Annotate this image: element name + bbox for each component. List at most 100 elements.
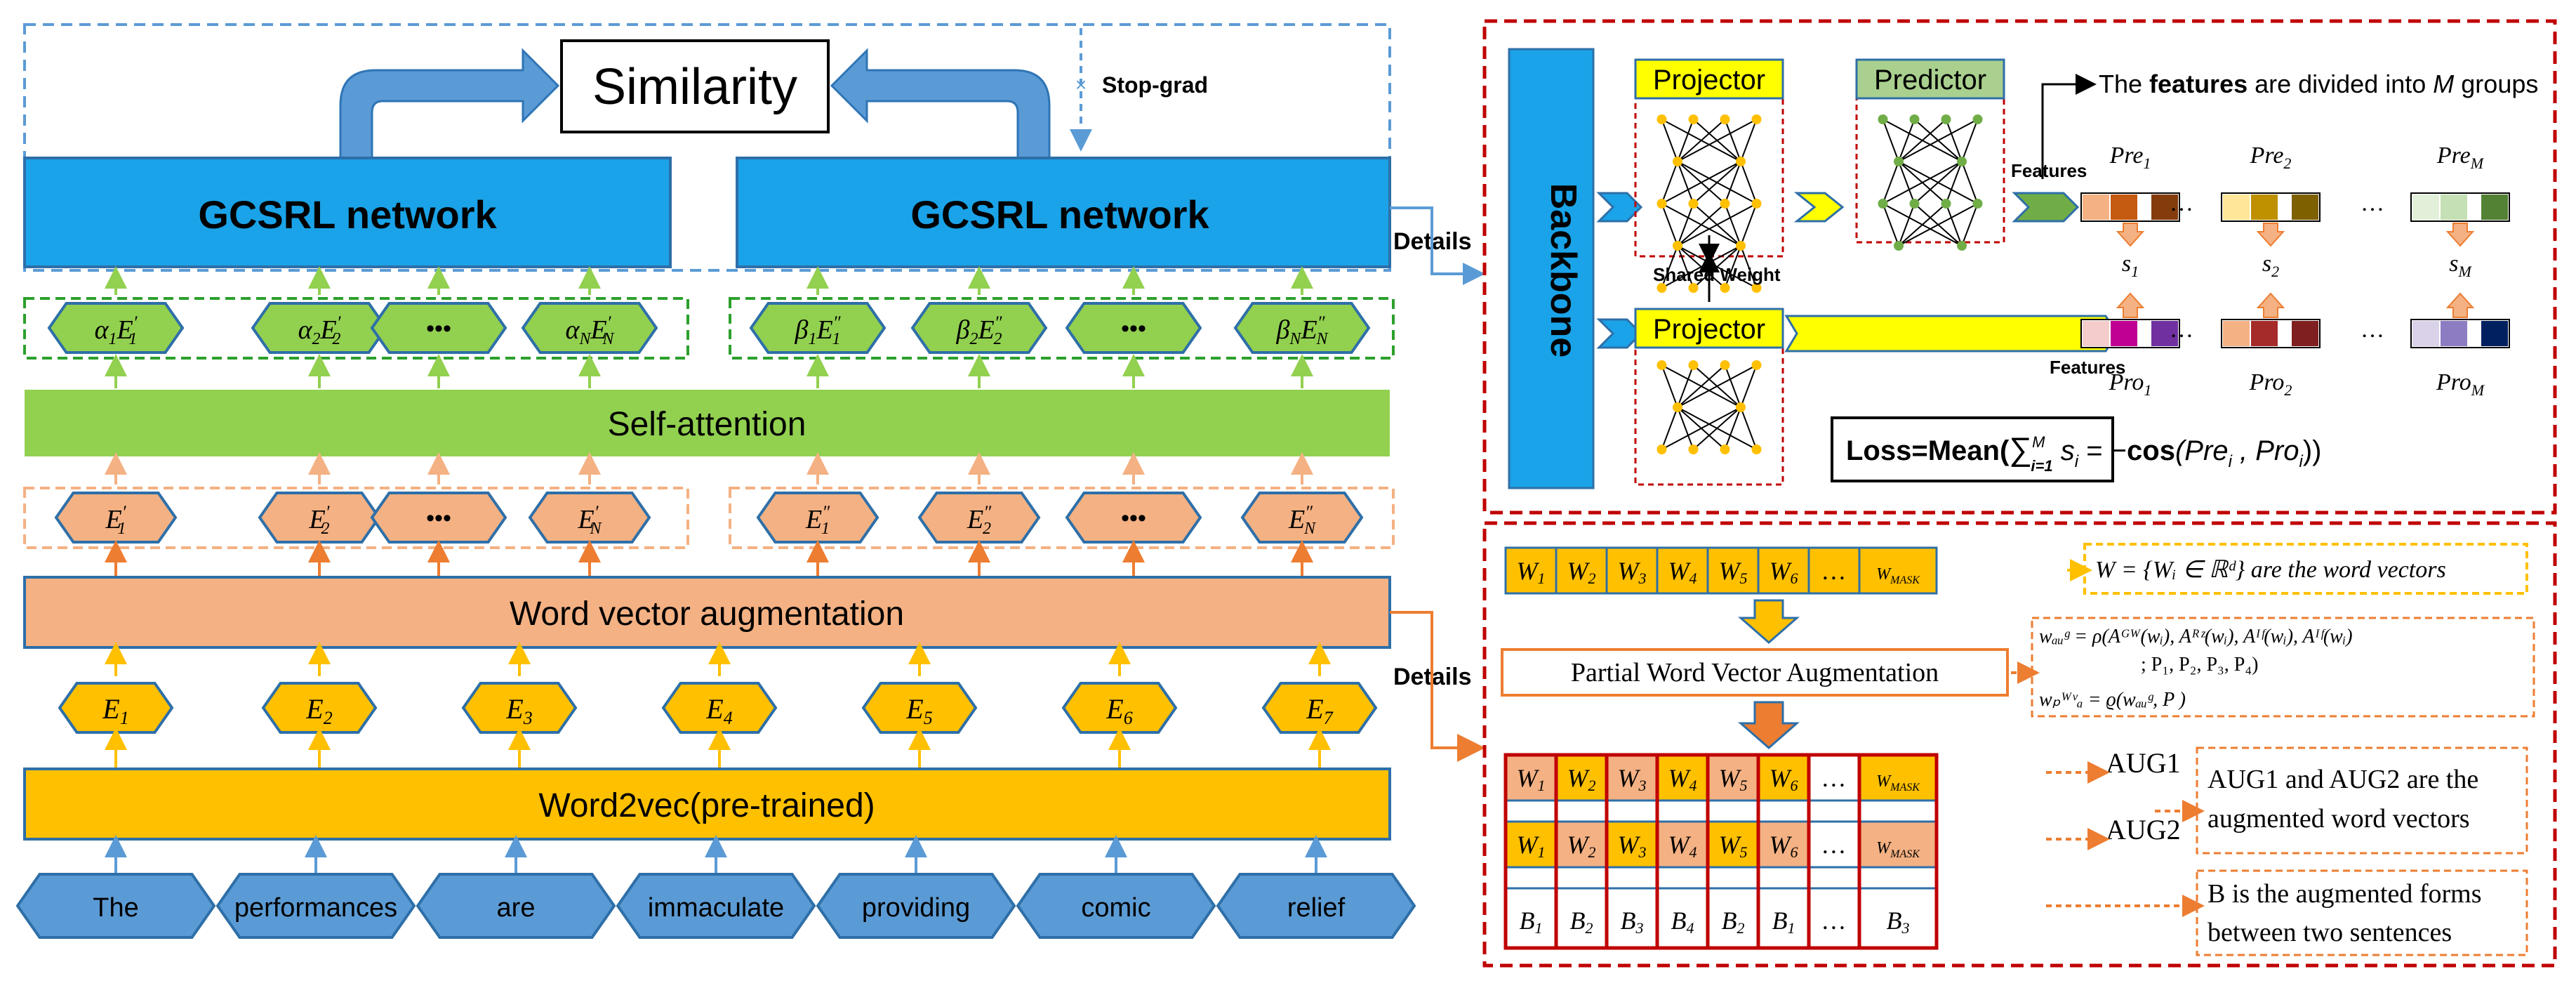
aug-grid-r1-c5-label: W6 [1770,831,1798,861]
attn-beta-1-shape [749,302,887,354]
attn-alpha-2-label: α2E′2 [298,312,341,348]
aug-grid-r0-c6-label: … [1823,764,1845,792]
predictor-edge-2-2-0 [1898,203,1947,246]
projector-top-edge-0-1-0 [1677,119,1694,162]
gcsrl-network-right [736,157,1391,268]
word-the-shape [15,873,216,939]
embedding-e4-shape [661,682,778,734]
aug-e2-double-shape [917,492,1041,544]
group-3-bot-cell-1 [2412,321,2439,346]
embedding-e7-label: E7 [1306,693,1333,728]
bottom-right-frame [1482,521,2557,968]
backbone-chevron-top [1596,192,1643,223]
predictor-edge-1-1-0 [1883,161,1963,204]
projector-top-node-4-2 [1720,283,1730,293]
aug-note-line-2: augmented word vectors [2207,804,2470,834]
pwva-label: Partial Word Vector Augmentation [1571,658,1939,687]
aug-grid-r2-c2-label: B3 [1621,907,1644,937]
features-label-top: Features [2011,160,2087,181]
projector-bottom-edge-1-1-2 [1724,407,1741,450]
aug-e1-double-shape [756,492,879,544]
pwva-formula-line-3: wₚᵂᵛₐ = ϱ(wₐᵤᵍ, P ) [2039,689,2186,711]
word-relief-label: relief [1287,893,1346,923]
aug-grid-r0-c6 [1807,753,1861,802]
aug-grid-r1-c6 [1807,820,1861,869]
predictor-edge-0-1-0 [1898,119,1916,162]
aug-e2-double-label: E″2 [967,502,992,538]
gcsrl-network-right-label: GCSRL network [910,192,1209,237]
projector-top-label: Projector [1653,65,1765,95]
word-providing-shape [816,873,1016,939]
projector-top-edge-2-2-1 [1724,203,1741,246]
projector-top-edge-2-3-1 [1740,203,1758,246]
projector-top-node-1-1 [1736,157,1746,166]
projector-top-node-3-0 [1673,241,1682,251]
aug-note-line-1: AUG1 and AUG2 are the [2207,765,2478,794]
aug-grid-r0-c7 [1858,753,1938,802]
aug-e1-prime-shape [54,492,178,544]
projector-bottom-edge-1-1-1 [1692,407,1741,450]
projector-top-node-0-3 [1751,114,1762,124]
projector-bottom-node-1-0 [1673,402,1682,412]
projector-top-node-1-0 [1673,157,1682,166]
projector-bottom-edge-0-3-0 [1677,364,1757,408]
projector-top-node-4-0 [1657,283,1667,293]
group-dots-1: … [2170,317,2193,343]
projector-top-edge-0-2-0 [1677,119,1726,162]
group-3-bot-cell-3 [2481,321,2508,346]
stop-grad-x-icon: × [1075,74,1087,95]
attn-alpha-n-shape [521,302,658,354]
aug-frame-left [23,487,689,549]
word-vector-definition: W = {Wᵢ ∈ ℝᵈ} are the word vectors [2095,557,2446,583]
predictor-node-1-0 [1894,157,1904,166]
embedding-e1-shape [58,682,174,734]
aug-grid-r0-c0-label: W1 [1517,764,1546,794]
projector-top-edge-0-2-1 [1724,119,1741,162]
b-note-line-1: B is the augmented forms [2207,879,2481,909]
group-1-bot-cell-3 [2151,321,2178,346]
group-3-top-cell-3 [2481,195,2508,220]
projector-top-edge-3-1-2 [1724,245,1741,289]
predictor-edge-2-3-0 [1898,203,1978,246]
predictor-edge-1-1-3 [1961,161,1979,204]
pro-1-label: Pro1 [2109,369,2152,399]
group-dots-0: … [2170,190,2193,216]
shared-weight-label: Shared Weight [1653,264,1781,285]
projector-bottom-network [1657,360,1762,454]
predictor-edge-1-0-0 [1882,161,1899,204]
projector-bottom-node-2-1 [1688,444,1699,454]
s-3-arrow-down [2445,223,2475,247]
predictor-edge-0-0-0 [1882,119,1899,162]
s-2-arrow-down [2256,223,2285,247]
pre-3-label: PreM [2436,143,2485,172]
projector-top-node-4-1 [1688,283,1699,293]
backbone-chevron-bottom [1596,318,1643,349]
b-note-line-2: between two sentences [2207,918,2452,947]
projector-top-node-2-0 [1657,199,1667,209]
aug-grid-r0-c5-label: W6 [1770,764,1798,794]
aug-grid-r0-c5 [1757,753,1810,802]
group-3-top-cell-2 [2441,195,2467,220]
s-3-label: sM [2449,251,2472,280]
aug-grid-r1-c7-label: WMASK [1876,839,1920,860]
projector-bottom-node-2-0 [1657,444,1667,454]
projector-top-edge-2-1-0 [1677,203,1694,246]
projector-top-edge-3-0-0 [1661,245,1678,289]
predictor-edge-1-1-2 [1945,161,1963,204]
embedding-e3-shape [461,682,578,734]
predictor-edge-2-1-0 [1898,203,1916,246]
predictor-node-2-3 [1972,199,1983,209]
backbone-box [1508,48,1595,489]
group-2-top-cell-2 [2251,195,2278,220]
projector-bottom-node-2-2 [1720,444,1730,454]
word-are-shape [416,873,616,939]
projector-top-edge-2-3-0 [1677,203,1757,246]
projector-top-edge-1-0-1 [1677,161,1694,204]
projector-bottom-label: Projector [1653,314,1765,345]
group-1-bot-cell-1 [2083,321,2109,346]
similarity-box [560,39,830,133]
attn-left-ellipsis-label: ••• [426,315,451,342]
projector-bottom-node-0-2 [1720,360,1730,370]
